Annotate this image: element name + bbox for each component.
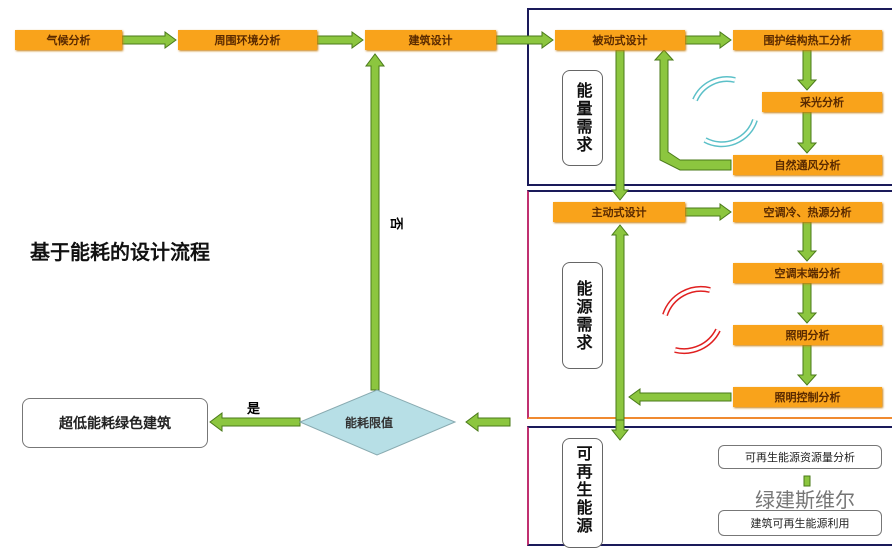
arrow-left: [209, 412, 301, 432]
ventilation-box: 自然通风分析: [733, 155, 882, 175]
arrow-left: [628, 388, 732, 406]
arrow-right: [684, 203, 732, 221]
no-label: 否: [388, 216, 404, 231]
arrow-right: [684, 31, 732, 49]
decision-diamond: [298, 389, 457, 456]
arrow-down: [796, 282, 818, 324]
renewable-label: 可再生能源: [562, 438, 603, 548]
arrow-left: [465, 412, 511, 432]
hvac-source-box: 空调冷、热源分析: [733, 202, 882, 222]
arrow-up-no: [365, 53, 385, 391]
yes-label: 是: [247, 402, 261, 417]
page-title: 基于能耗的设计流程: [30, 240, 210, 264]
small-arrow: [803, 475, 811, 487]
arrow-down: [796, 111, 818, 154]
climate-analysis-box: 气候分析: [15, 30, 122, 50]
active-design-box: 主动式设计: [553, 202, 685, 222]
arrow-down: [610, 419, 630, 441]
arrow-down: [610, 49, 630, 201]
lighting-box: 照明分析: [733, 325, 882, 345]
arrow-right: [495, 31, 554, 49]
hvac-terminal-box: 空调末端分析: [733, 263, 882, 283]
result-box: 超低能耗绿色建筑: [22, 398, 208, 448]
arrow-down: [796, 49, 818, 91]
arrow-right: [316, 31, 364, 49]
energy-demand-label: 能量需求: [562, 70, 603, 166]
energy-demand-section: [527, 8, 892, 186]
surroundings-analysis-box: 周围环境分析: [178, 30, 317, 50]
watermark: 绿建斯维尔: [755, 488, 855, 512]
energy-source-label: 能源需求: [562, 262, 603, 369]
lighting-control-box: 照明控制分析: [733, 387, 882, 407]
energy-source-section: [527, 190, 892, 419]
arrow-down: [796, 344, 818, 386]
arrows-layer: [121, 31, 818, 487]
decision-label: 能耗限值: [345, 416, 394, 430]
building-design-box: 建筑设计: [365, 30, 496, 50]
arrow-down: [796, 221, 818, 262]
renewable-resource-box: 可再生能源资源量分析: [718, 445, 882, 469]
envelope-thermal-box: 围护结构热工分析: [733, 30, 882, 50]
arrow-up-return: [653, 49, 732, 171]
arrow-up: [610, 224, 630, 431]
daylighting-box: 采光分析: [762, 92, 882, 112]
arrow-right: [121, 31, 177, 49]
passive-design-box: 被动式设计: [555, 30, 685, 50]
renewable-use-box: 建筑可再生能源利用: [718, 510, 882, 536]
